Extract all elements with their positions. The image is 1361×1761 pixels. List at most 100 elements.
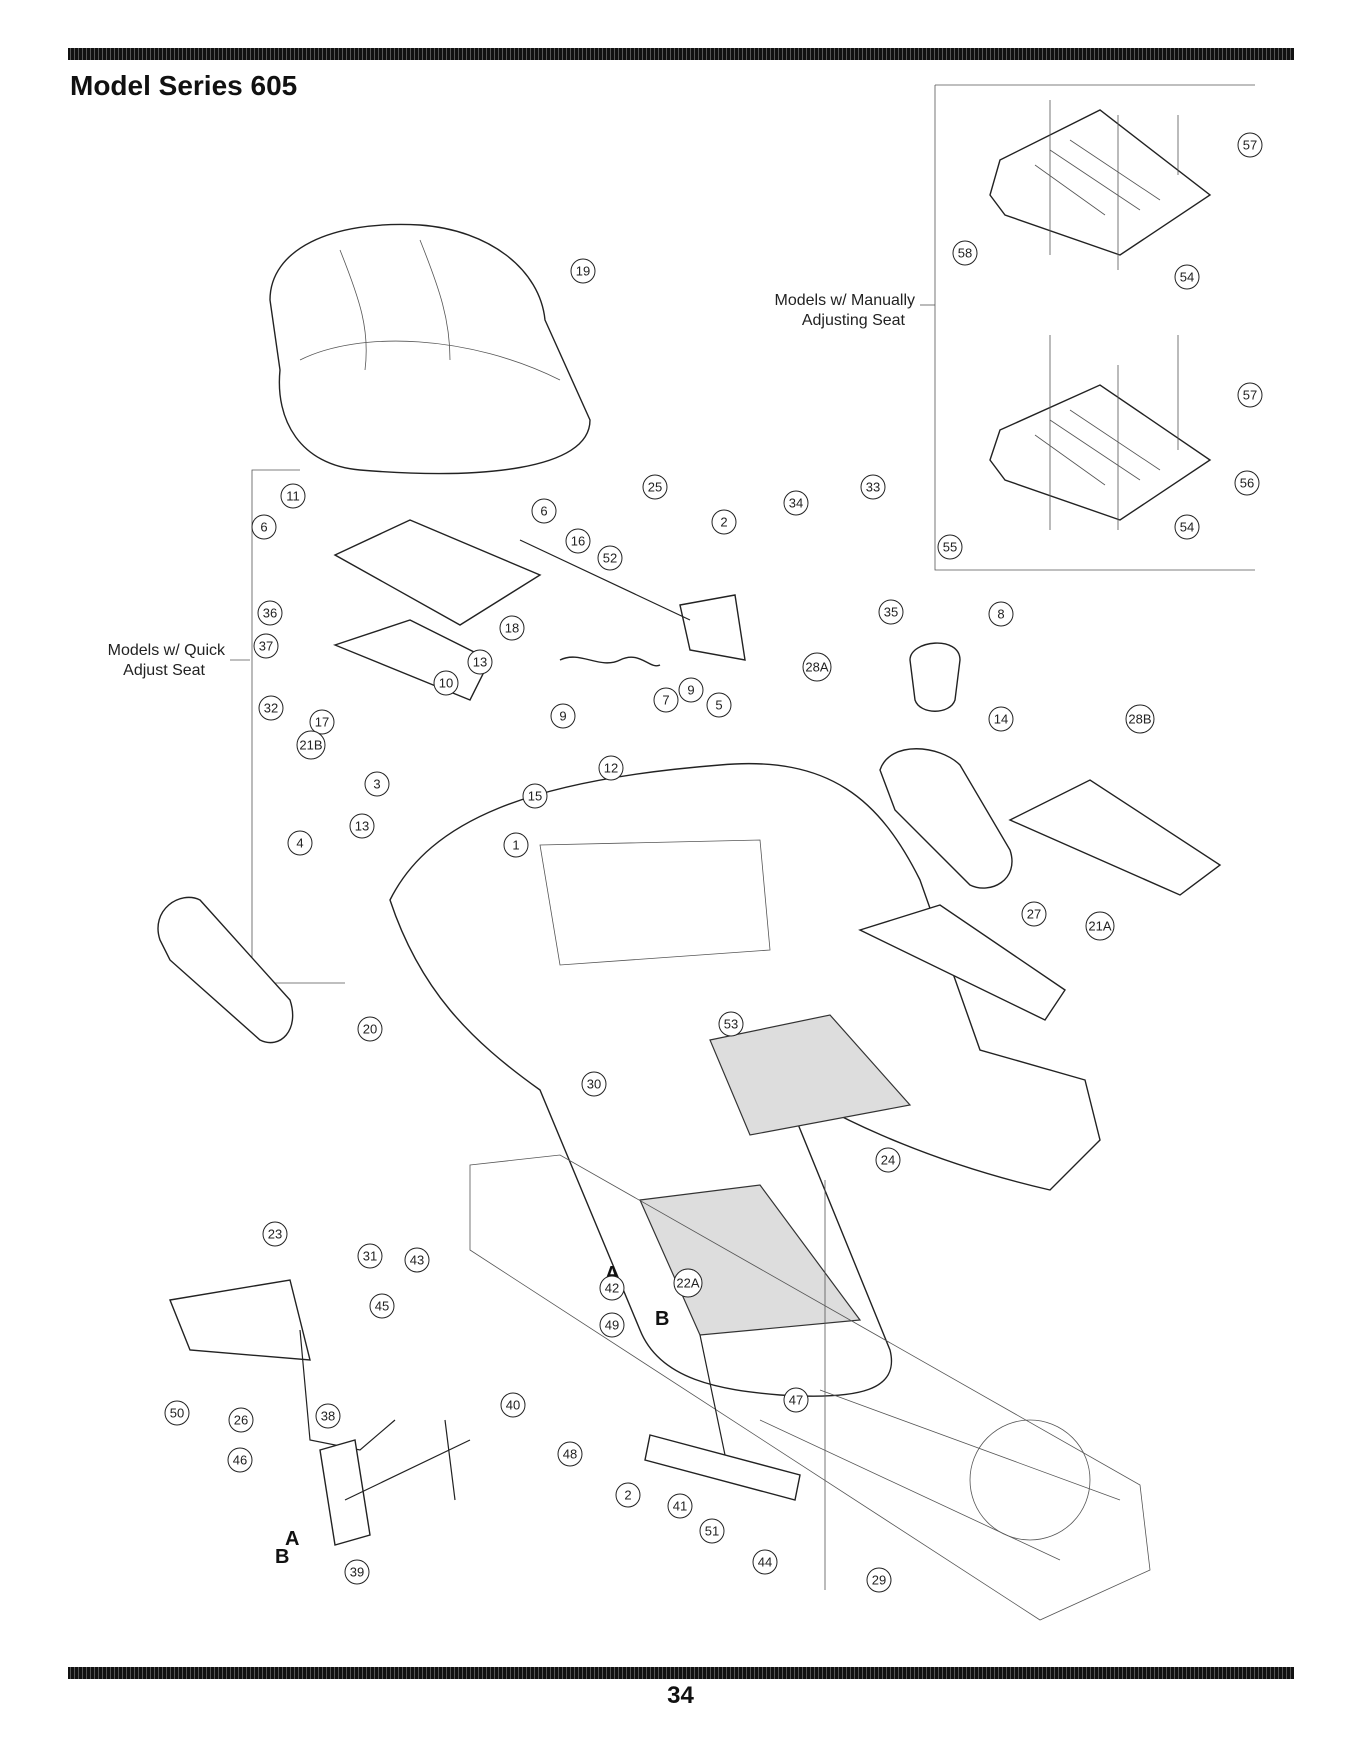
callout-label: 6 xyxy=(540,504,547,519)
callout-label: 11 xyxy=(286,489,300,504)
callout-label: 53 xyxy=(724,1017,738,1032)
callout-label: 16 xyxy=(571,534,585,549)
part-callout: 9 xyxy=(551,704,575,728)
callout-label: 58 xyxy=(958,246,972,261)
callout-label: 5 xyxy=(715,698,722,713)
callout-label: 39 xyxy=(350,1565,364,1580)
callout-label: 6 xyxy=(260,520,267,535)
callout-label: 21A xyxy=(1088,919,1111,934)
part-callout: 1 xyxy=(504,833,528,857)
callout-label: 54 xyxy=(1180,270,1194,285)
part-callout: 9 xyxy=(679,678,703,702)
callout-label: 43 xyxy=(410,1253,424,1268)
callout-label: 14 xyxy=(994,712,1008,727)
part-callout: 40 xyxy=(501,1393,525,1417)
letter-b-1: B xyxy=(655,1308,669,1330)
part-callout: 43 xyxy=(405,1248,429,1272)
callout-label: 17 xyxy=(315,715,329,730)
part-callout: 53 xyxy=(719,1012,743,1036)
callout-label: 24 xyxy=(881,1153,895,1168)
part-callout: 12 xyxy=(599,756,623,780)
callout-label: 23 xyxy=(268,1227,282,1242)
part-callout: 10 xyxy=(434,671,458,695)
part-callout: 50 xyxy=(165,1401,189,1425)
callout-label: 8 xyxy=(997,607,1004,622)
note-quick-seat-1: Models w/ Quick xyxy=(108,642,226,659)
callout-label: 57 xyxy=(1243,388,1257,403)
callout-label: 57 xyxy=(1243,138,1257,153)
page-number: 34 xyxy=(0,1682,1361,1710)
armrest-left xyxy=(158,897,293,1042)
callout-label: 22A xyxy=(676,1276,699,1291)
part-callout: 49 xyxy=(600,1313,624,1337)
part-callout: 56 xyxy=(1235,471,1259,495)
part-callout: 54 xyxy=(1175,515,1199,539)
callout-label: 41 xyxy=(673,1499,687,1514)
callout-label: 56 xyxy=(1240,476,1254,491)
part-callout: 6 xyxy=(252,515,276,539)
part-callout: 18 xyxy=(500,616,524,640)
part-callout: 8 xyxy=(989,602,1013,626)
note-manual-seat-1: Models w/ Manually xyxy=(775,292,916,309)
part-callout: 48 xyxy=(558,1442,582,1466)
callout-label: 28B xyxy=(1128,712,1151,727)
seat-plate-lower xyxy=(990,335,1210,530)
part-callout: 32 xyxy=(259,696,283,720)
callout-label: 9 xyxy=(687,683,694,698)
callout-label: 36 xyxy=(263,606,277,621)
seat-pan-bracket xyxy=(335,520,745,700)
part-callout: 28A xyxy=(803,653,831,681)
callout-label: 45 xyxy=(375,1299,389,1314)
part-callout: 6 xyxy=(532,499,556,523)
part-callout: 47 xyxy=(784,1388,808,1412)
footer-rule xyxy=(68,1667,1294,1679)
part-callout: 52 xyxy=(598,546,622,570)
callout-label: 31 xyxy=(363,1249,377,1264)
callout-label: 34 xyxy=(789,496,803,511)
callout-label: 37 xyxy=(259,639,273,654)
callout-label: 51 xyxy=(705,1524,719,1539)
note-manual-seat-2: Adjusting Seat xyxy=(802,312,906,329)
callout-label: 32 xyxy=(264,701,278,716)
callout-label: 52 xyxy=(603,551,617,566)
part-callout: 31 xyxy=(358,1244,382,1268)
part-callout: 13 xyxy=(468,650,492,674)
part-callout: 39 xyxy=(345,1560,369,1584)
callout-label: 46 xyxy=(233,1453,247,1468)
callout-label: 21B xyxy=(299,738,322,753)
callout-label: 29 xyxy=(872,1573,886,1588)
part-callout: 45 xyxy=(370,1294,394,1318)
part-callout: 22A xyxy=(674,1269,702,1297)
part-callout: 20 xyxy=(358,1017,382,1041)
part-callout: 30 xyxy=(582,1072,606,1096)
callout-label: 26 xyxy=(234,1413,248,1428)
part-callout: 21A xyxy=(1086,912,1114,940)
note-quick-seat-2: Adjust Seat xyxy=(123,662,205,679)
part-callout: 19 xyxy=(571,259,595,283)
part-callout: 2 xyxy=(616,1483,640,1507)
callout-label: 15 xyxy=(528,789,542,804)
callout-label: 54 xyxy=(1180,520,1194,535)
part-callout: 37 xyxy=(254,634,278,658)
part-callout: 27 xyxy=(1022,902,1046,926)
part-callout: 33 xyxy=(861,475,885,499)
callout-label: 1 xyxy=(512,838,519,853)
mat-21b xyxy=(1010,780,1220,895)
part-callout: 57 xyxy=(1238,383,1262,407)
callout-label: 2 xyxy=(720,515,727,530)
callout-label: 49 xyxy=(605,1318,619,1333)
callout-label: 55 xyxy=(943,540,957,555)
part-callout: 54 xyxy=(1175,265,1199,289)
part-callout: 36 xyxy=(258,601,282,625)
part-callout: 35 xyxy=(879,600,903,624)
callout-label: 4 xyxy=(296,836,303,851)
callout-label: 47 xyxy=(789,1393,803,1408)
part-callout: 57 xyxy=(1238,133,1262,157)
callout-label: 7 xyxy=(662,693,669,708)
callout-label: 48 xyxy=(563,1447,577,1462)
callout-label: 35 xyxy=(884,605,898,620)
part-callout: 23 xyxy=(263,1222,287,1246)
part-callout: 5 xyxy=(707,693,731,717)
cup-holder xyxy=(910,643,960,711)
callout-label: 40 xyxy=(506,1398,520,1413)
